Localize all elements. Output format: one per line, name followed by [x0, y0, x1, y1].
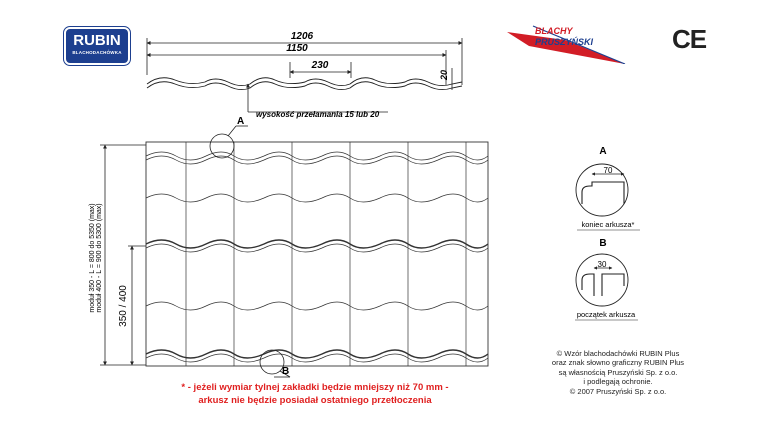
blachy-logo-line2: PRUSZYŃSKI [535, 37, 594, 47]
profile-dimensions [146, 38, 463, 113]
dim-cover-label: 1150 [286, 43, 308, 54]
copyright-line1: © Wzór blachodachówki RUBIN Plus [556, 349, 680, 358]
ce-mark: CE [672, 24, 707, 54]
copyright-line2: oraz znak słowno graficzny RUBIN Plus [551, 358, 685, 368]
detail-b-caption: początek arkusza [577, 310, 636, 319]
detail-a-letter: A [599, 146, 606, 157]
copyright-line4: i podlegają ochronie. [583, 377, 653, 387]
roof-sheet [145, 141, 489, 367]
copyright-line5: © 2007 Pruszyński Sp. z o.o. [569, 386, 667, 396]
detail-a-dimension: 70 [604, 166, 613, 175]
copyright-line3: są własnością Pruszyński Sp. z o.o. [558, 367, 678, 377]
break-height-label: wysokość przełamania 15 lub 20 [256, 110, 380, 119]
blachy-logo-line1: BLACHY [535, 26, 573, 36]
callout-a-marker [209, 125, 248, 159]
copyright-block: © Wzór blachodachówki RUBIN Plus oraz zn… [538, 349, 698, 396]
detail-a-caption: koniec arkusza* [582, 220, 635, 229]
overlap-note-line1: * - jeżeli wymiar tylnej zakładki będzie… [181, 382, 449, 393]
rubin-logo-text: RUBIN [73, 32, 121, 49]
detail-b-letter: B [599, 238, 606, 249]
callout-b-letter: B [282, 366, 289, 377]
detail-a [575, 163, 629, 217]
detail-b-dimension: 30 [598, 260, 607, 269]
profile-cross-section [146, 77, 463, 91]
blachy-pruszynski-logo: BLACHY PRUSZYŃSKI [505, 24, 635, 65]
module-dimensions [100, 144, 146, 366]
detail-b [575, 253, 629, 307]
rubin-logo: RUBIN BLACHODACHÓWKA [64, 27, 130, 65]
logo-red-swoosh [507, 32, 625, 64]
overlap-note-line2: arkusz nie będzie posiadał ostatniego pr… [198, 395, 432, 406]
callout-b-marker [259, 349, 291, 378]
dim-pitch-label: 230 [311, 60, 329, 71]
dim-height-label: 20 [439, 70, 449, 81]
module-350-label: moduł 350 - L = 800 do 5350 (max) [89, 203, 96, 312]
rubin-logo-subtext: BLACHODACHÓWKA [72, 50, 122, 55]
overlap-note: * - jeżeli wymiar tylnej zakładki będzie… [155, 381, 475, 407]
logo-blue-line [532, 25, 626, 65]
callout-a-letter: A [237, 116, 244, 127]
module-dim-label: 350 / 400 [118, 285, 129, 327]
dim-total-label: 1206 [291, 31, 314, 42]
module-400-label: moduł 400 - L = 900 do 5300 (max) [96, 203, 103, 312]
blachy-logo-graphic [507, 25, 626, 65]
